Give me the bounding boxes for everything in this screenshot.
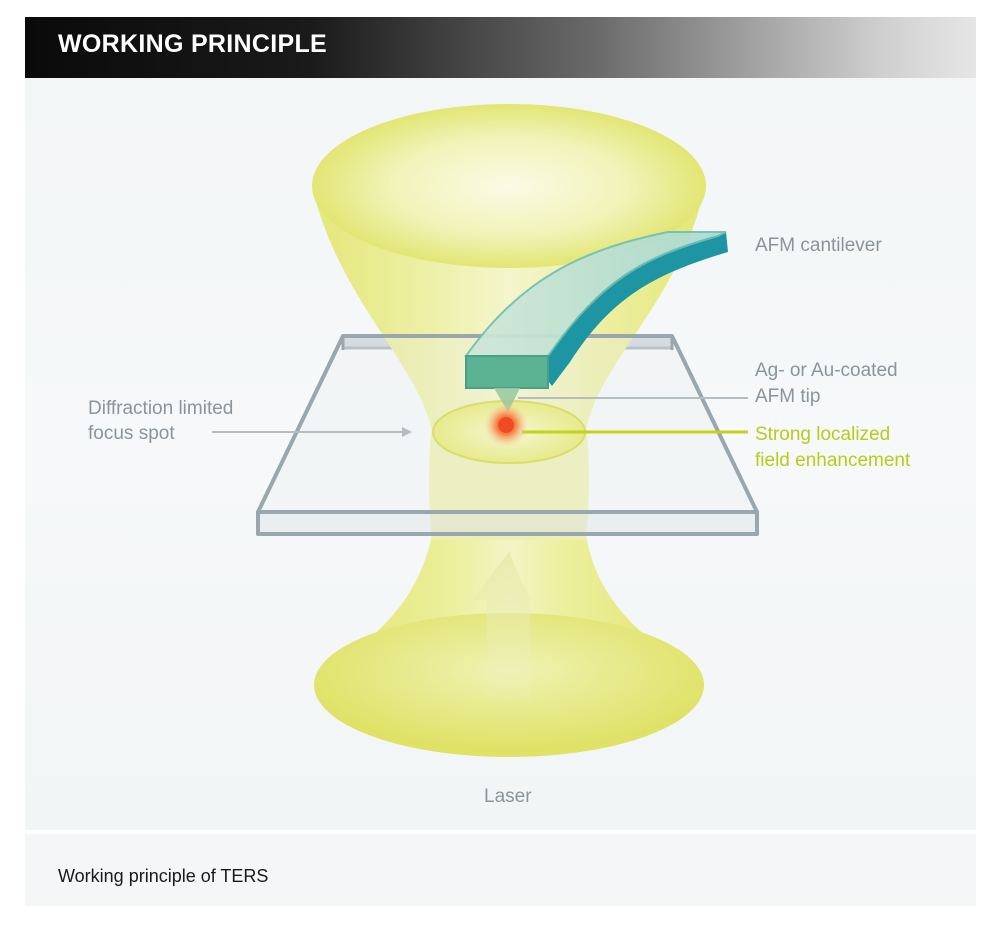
label-diffraction-line2: focus spot bbox=[88, 423, 175, 444]
glass-slide-front-edge bbox=[256, 510, 759, 536]
label-laser: Laser bbox=[484, 786, 532, 807]
label-afm-cantilever: AFM cantilever bbox=[755, 235, 882, 256]
page-title: WORKING PRINCIPLE bbox=[58, 30, 327, 58]
afm-tip bbox=[494, 388, 520, 412]
label-tip-line1: Ag- or Au-coated bbox=[755, 360, 898, 381]
afm-cantilever-side bbox=[540, 232, 728, 386]
label-tip-line2: AFM tip bbox=[755, 386, 821, 407]
label-enhancement-line2: field enhancement bbox=[755, 450, 911, 471]
label-diffraction-line1: Diffraction limited bbox=[88, 398, 234, 419]
diffraction-pointer-arrowhead bbox=[402, 427, 412, 437]
afm-cantilever-end bbox=[465, 355, 549, 389]
figure-caption: Working principle of TERS bbox=[58, 866, 269, 886]
header-bar bbox=[25, 17, 976, 78]
laser-arrow bbox=[472, 552, 530, 700]
caption-panel bbox=[25, 834, 976, 906]
label-enhancement-line1: Strong localized bbox=[755, 424, 891, 445]
laser-beam-top-mouth bbox=[312, 104, 706, 268]
